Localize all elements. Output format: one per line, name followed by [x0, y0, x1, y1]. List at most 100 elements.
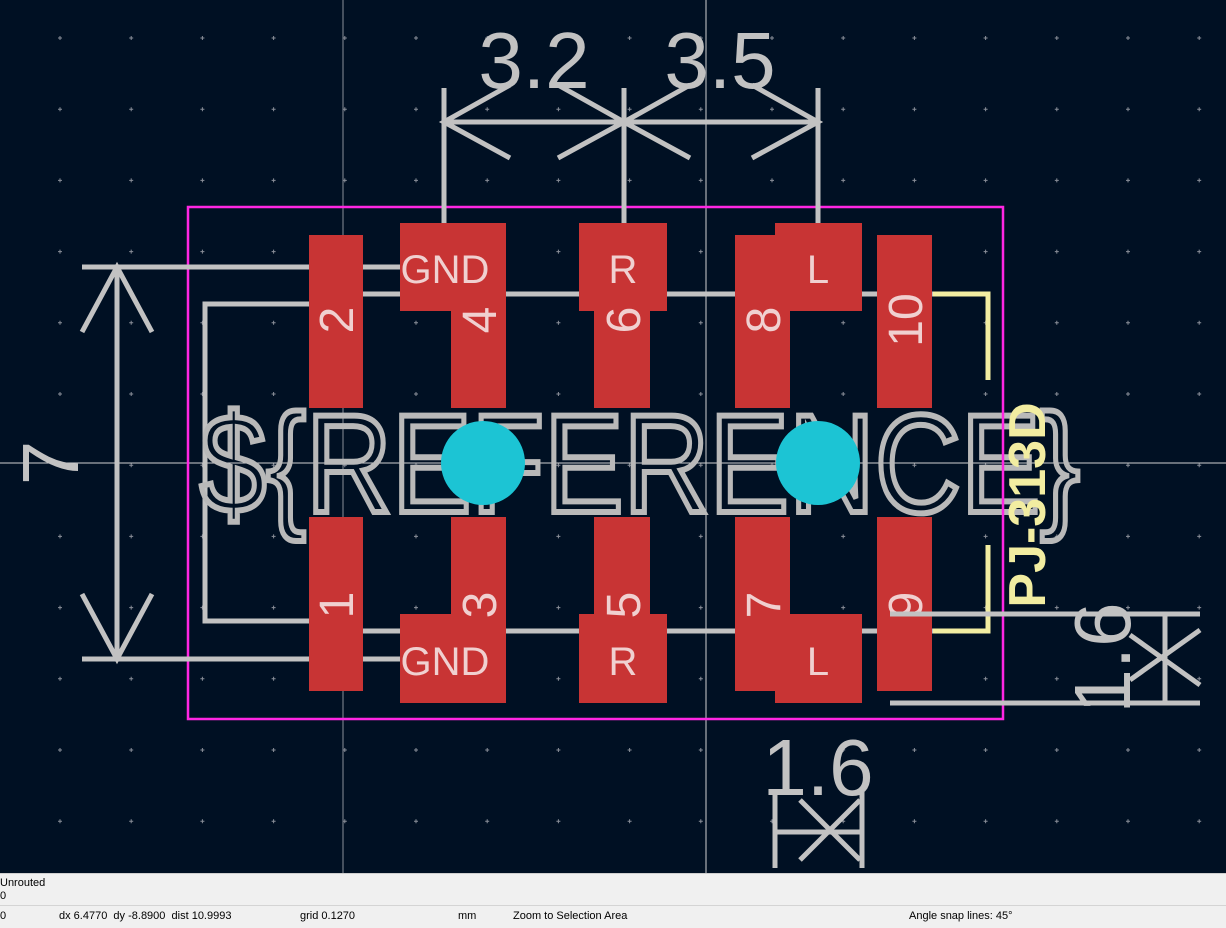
dimension-label: 3.5	[664, 16, 775, 105]
grid-dot	[1126, 178, 1130, 183]
grid-dot	[1126, 748, 1130, 752]
grid-dot	[556, 320, 561, 325]
grid-dot	[698, 463, 703, 468]
pad-4[interactable]	[400, 223, 506, 311]
grid-dot	[414, 748, 418, 752]
grid-dot	[58, 534, 62, 539]
grid-dot	[1126, 36, 1130, 40]
status-bar: Unrouted 0 0 dx 6.4770 dy -8.8900 dist 1…	[0, 873, 1226, 928]
grid-dot	[271, 748, 276, 752]
grid-dot	[556, 819, 561, 824]
grid-dot	[983, 819, 988, 824]
grid-dot	[271, 392, 276, 396]
grid-dot	[1197, 463, 1202, 468]
grid-dot	[1126, 320, 1130, 325]
grid-dot	[1197, 819, 1202, 824]
grid-dot	[912, 748, 917, 752]
pad-net-label: GND	[401, 248, 490, 292]
grid-dot	[1054, 320, 1059, 325]
grid-dot	[770, 463, 774, 468]
grid-dot	[841, 605, 846, 610]
grid-dot	[556, 534, 561, 539]
grid-dot	[1126, 249, 1130, 254]
units-readout: mm	[458, 910, 477, 922]
grid-dot	[627, 748, 632, 752]
grid-dot	[414, 36, 418, 40]
grid-dot	[1054, 249, 1059, 254]
grid-dot	[698, 36, 703, 40]
grid-dot	[1126, 463, 1130, 468]
grid-dot	[271, 36, 276, 40]
grid-dot	[698, 748, 703, 752]
grid-dot	[1054, 36, 1059, 40]
grid-dot	[556, 392, 561, 396]
grid-dot	[698, 178, 703, 183]
pad-number: 8	[738, 307, 791, 334]
grid-dot	[912, 819, 917, 824]
delta-readout: dx 6.4770 dy -8.8900 dist 10.9993	[59, 910, 232, 922]
grid-dot	[556, 463, 561, 468]
grid-dot	[1126, 107, 1130, 112]
grid-dot	[485, 178, 490, 183]
npth-hole[interactable]	[441, 421, 525, 505]
grid-readout: grid 0.1270	[300, 910, 356, 922]
grid-dot	[912, 107, 917, 112]
grid-dot	[58, 249, 62, 254]
grid-dot	[58, 463, 62, 468]
grid-dot	[200, 249, 205, 254]
grid-dot	[1054, 178, 1059, 183]
grid-dot	[627, 819, 632, 824]
pad-2[interactable]	[309, 235, 363, 408]
grid-dot	[841, 748, 846, 752]
grid-dot	[841, 36, 846, 40]
pcb-canvas[interactable]: ${REFERENCE} GND R L GND R L 2 4 6 8 10 …	[0, 0, 1226, 873]
grid-dot	[129, 534, 134, 539]
grid-dot	[414, 605, 418, 610]
pad-10[interactable]	[877, 235, 932, 408]
grid-dot	[129, 748, 134, 752]
pad-number: 2	[311, 307, 364, 334]
grid-dot	[841, 178, 846, 183]
grid-dot	[271, 819, 276, 824]
grid-dot	[1054, 107, 1059, 112]
grid-dot	[271, 320, 276, 325]
grid-dot	[1126, 605, 1130, 610]
grid-dot	[58, 605, 62, 610]
grid-dot	[58, 819, 62, 824]
grid-dot	[912, 463, 917, 468]
grid-dot	[841, 320, 846, 325]
grid-dot	[983, 748, 988, 752]
grid-dot	[414, 534, 418, 539]
grid-dot	[200, 748, 205, 752]
grid-dot	[770, 748, 774, 752]
pad-net-label: GND	[401, 640, 490, 684]
grid-dot	[556, 748, 561, 752]
grid-dot	[271, 178, 276, 183]
grid-dot	[1197, 249, 1202, 254]
pad-1[interactable]	[309, 517, 363, 691]
grid-dots	[58, 36, 1202, 824]
grid-dot	[414, 819, 418, 824]
grid-dot	[983, 107, 988, 112]
unrouted-label: Unrouted	[0, 877, 46, 889]
grid-dot	[129, 36, 134, 40]
grid-dot	[58, 320, 62, 325]
grid-dot	[1126, 819, 1130, 824]
npth-hole[interactable]	[776, 421, 860, 505]
grid-dot	[1054, 392, 1059, 396]
pad-number: 10	[880, 293, 933, 346]
current-action: Zoom to Selection Area	[513, 910, 628, 922]
pad-6[interactable]	[579, 223, 667, 311]
grid-dot	[129, 819, 134, 824]
grid-dot	[58, 748, 62, 752]
grid-dot	[58, 36, 62, 40]
grid-dot	[1197, 392, 1202, 396]
grid-dot	[1197, 605, 1202, 610]
grid-dot	[200, 178, 205, 183]
pad-net-label: R	[609, 640, 638, 684]
pad-9[interactable]	[877, 517, 932, 691]
pad-number: 4	[454, 307, 507, 334]
grid-dot	[200, 36, 205, 40]
pad-5[interactable]	[594, 517, 650, 625]
grid-dot	[698, 534, 703, 539]
